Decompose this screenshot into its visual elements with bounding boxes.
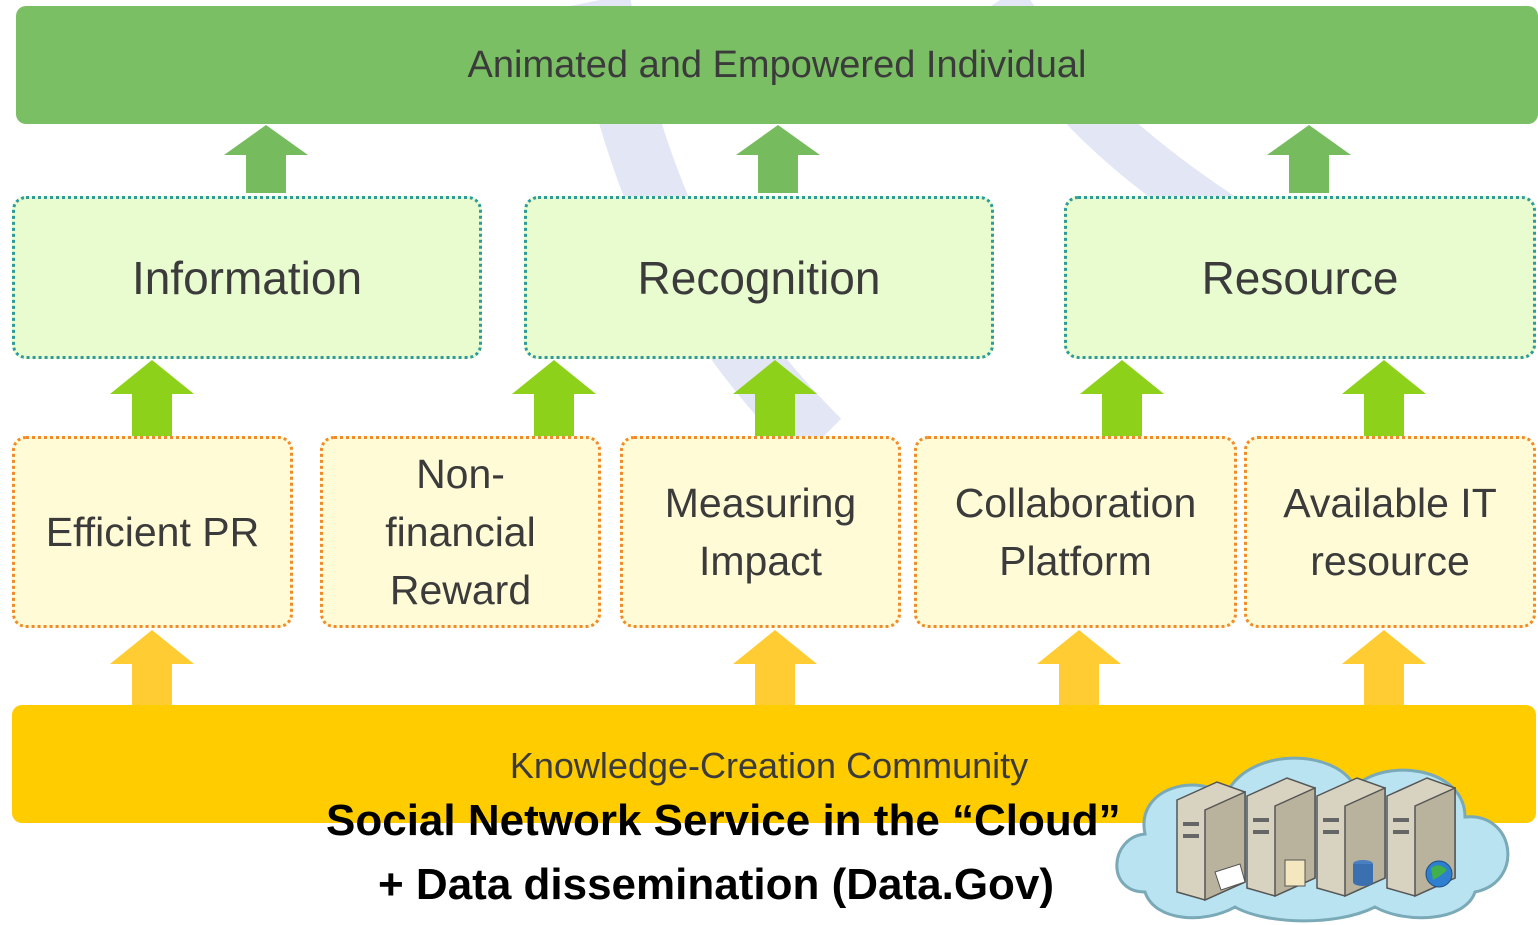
goal-box-recognition: Recognition [524,196,994,359]
arrow-up-icon [110,360,194,436]
base-community-label: Knowledge-Creation Community [509,745,1029,786]
arrow-up-icon [733,630,817,706]
arrow-up-icon [736,125,820,193]
enabler-line: Impact [698,538,823,584]
enabler-text: Non- financial Reward [385,445,535,619]
arrow-up-icon [512,360,596,436]
server-globe-icon [1386,777,1456,898]
arrow-up-icon [1267,125,1351,193]
enabler-line: Measuring [664,480,857,526]
enabler-box-collaboration-platform: Collaboration Platform [914,436,1237,628]
enabler-box-non-financial-reward: Non- financial Reward [320,436,601,628]
enabler-box-measuring-impact: Measuring Impact [620,436,901,628]
cloud-servers-icon [1115,756,1510,923]
enabler-box-efficient-pr: Efficient PR [12,436,293,628]
enabler-line: Efficient PR [45,509,260,555]
arrow-up-icon [1342,630,1426,706]
goal-label: Information [131,251,363,304]
enabler-line: financial [385,509,536,555]
data-dissemination-line: + Data dissemination (Data.Gov) [378,860,1055,909]
arrow-up-icon [1037,630,1121,706]
arrow-up-icon [110,630,194,706]
arrow-up-icon [733,360,817,436]
arrow-up-icon [224,125,308,193]
enabler-line: Collaboration [954,480,1197,526]
server-database-icon [1316,777,1386,898]
server-mail-icon [1176,781,1246,902]
top-goal-label: Animated and Empowered Individual [467,43,1087,86]
enabler-line: Platform [999,538,1152,584]
cloud-service-line: Social Network Service in the “Cloud” [326,796,1121,845]
enabler-line: Non- [416,451,505,497]
server-document-icon [1246,777,1316,898]
goal-box-resource: Resource [1064,196,1536,359]
arrow-up-icon [1080,360,1164,436]
goal-label: Resource [1201,251,1399,304]
enabler-box-available-it-resource: Available IT resource [1244,436,1536,628]
goal-label: Recognition [637,251,881,304]
enabler-text: Efficient PR [46,503,259,561]
enabler-text: Available IT resource [1283,474,1496,590]
arrow-up-icon [1342,360,1426,436]
enabler-line: Reward [389,567,532,613]
goal-box-information: Information [12,196,482,359]
enabler-text: Collaboration Platform [955,474,1197,590]
enabler-line: Available IT [1283,480,1497,526]
enabler-line: resource [1310,538,1470,584]
top-goal-bar: Animated and Empowered Individual [16,6,1538,124]
enabler-text: Measuring Impact [665,474,856,590]
